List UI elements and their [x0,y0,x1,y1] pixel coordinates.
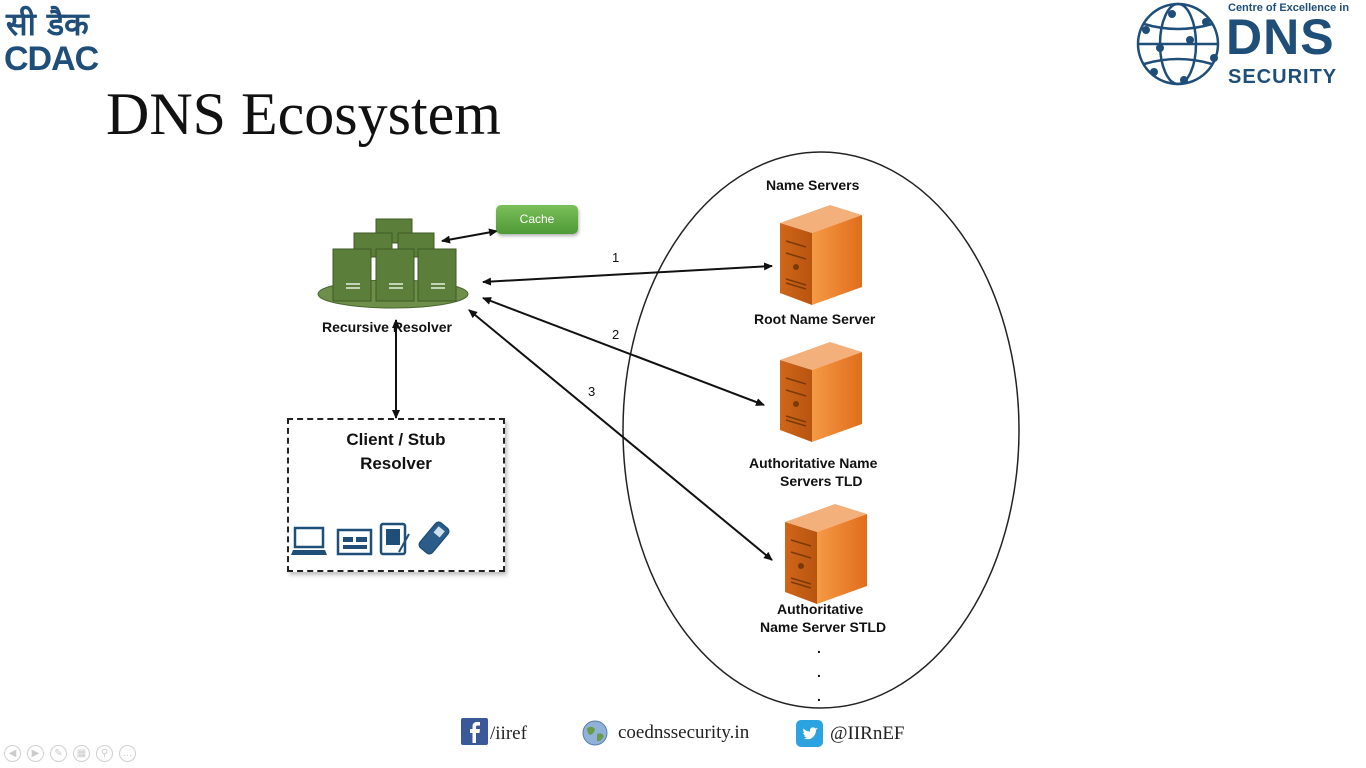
cache-box: Cache [496,205,578,234]
client-label-line1: Client / Stub [346,430,446,449]
phone-icon [418,521,450,555]
slide-nav-controls: ◀ ▶ ✎ ▦ ⚲ … [4,745,136,762]
cdac-logo-english: CDAC [4,40,99,78]
arrow-resolver-tld [482,297,765,406]
name-servers-title: Name Servers [766,177,860,193]
twitter-handle[interactable]: @IIRnEF [830,723,905,744]
step-1-label: 1 [612,250,620,265]
ellipsis-dot: . [817,640,821,656]
client-label-line2: Resolver [360,454,432,473]
tablet-icon [379,522,410,556]
desktop-icon [336,528,373,556]
coe-tagline: Centre of Excellence in [1228,2,1350,14]
page-title: DNS Ecosystem [106,81,501,147]
step-3-label: 3 [588,384,596,399]
laptop-icon [291,526,327,555]
tld-server-icon [780,342,862,442]
recursive-resolver-icon [317,218,469,309]
facebook-handle[interactable]: /iiref [490,723,527,744]
client-stub-resolver-label: Client / Stub Resolver [300,428,492,476]
root-server-label: Root Name Server [754,311,876,327]
recursive-resolver-label: Recursive Resolver [322,319,452,335]
step-2-label: 2 [612,327,620,342]
tld-server-label-line2: Servers TLD [780,473,863,489]
pen-icon[interactable]: ✎ [50,745,67,762]
nav-prev-icon[interactable]: ◀ [4,745,21,762]
nav-next-icon[interactable]: ▶ [27,745,44,762]
root-server-icon [780,205,862,305]
cdac-logo-hindi: सी डैक [6,5,89,43]
arrow-resolver-cache [441,228,498,244]
cdac-logo: सी डैक CDAC [2,2,104,78]
stld-server-icon [785,504,867,604]
tld-server-label-line1: Authoritative Name [749,455,878,471]
zoom-icon[interactable]: ⚲ [96,745,113,762]
more-icon[interactable]: … [119,745,136,762]
security-logo-word: SECURITY [1228,66,1338,88]
dns-globe-icon [1136,2,1220,86]
facebook-icon[interactable] [461,718,488,745]
globe-icon [582,720,608,746]
ellipsis-dot: . [817,664,821,680]
stld-server-label-line2: Name Server STLD [760,619,887,635]
arrow-resolver-root [482,262,773,286]
twitter-icon[interactable] [796,720,823,747]
stld-server-label-line1: Authoritative [777,601,864,617]
dns-logo-word: DNS [1226,9,1335,65]
ellipsis-dot: . [817,688,821,704]
slides-icon[interactable]: ▦ [73,745,90,762]
arrow-resolver-stld [468,309,773,561]
client-stub-resolver-box [287,418,505,572]
website-link[interactable]: coednssecurity.in [618,722,750,743]
